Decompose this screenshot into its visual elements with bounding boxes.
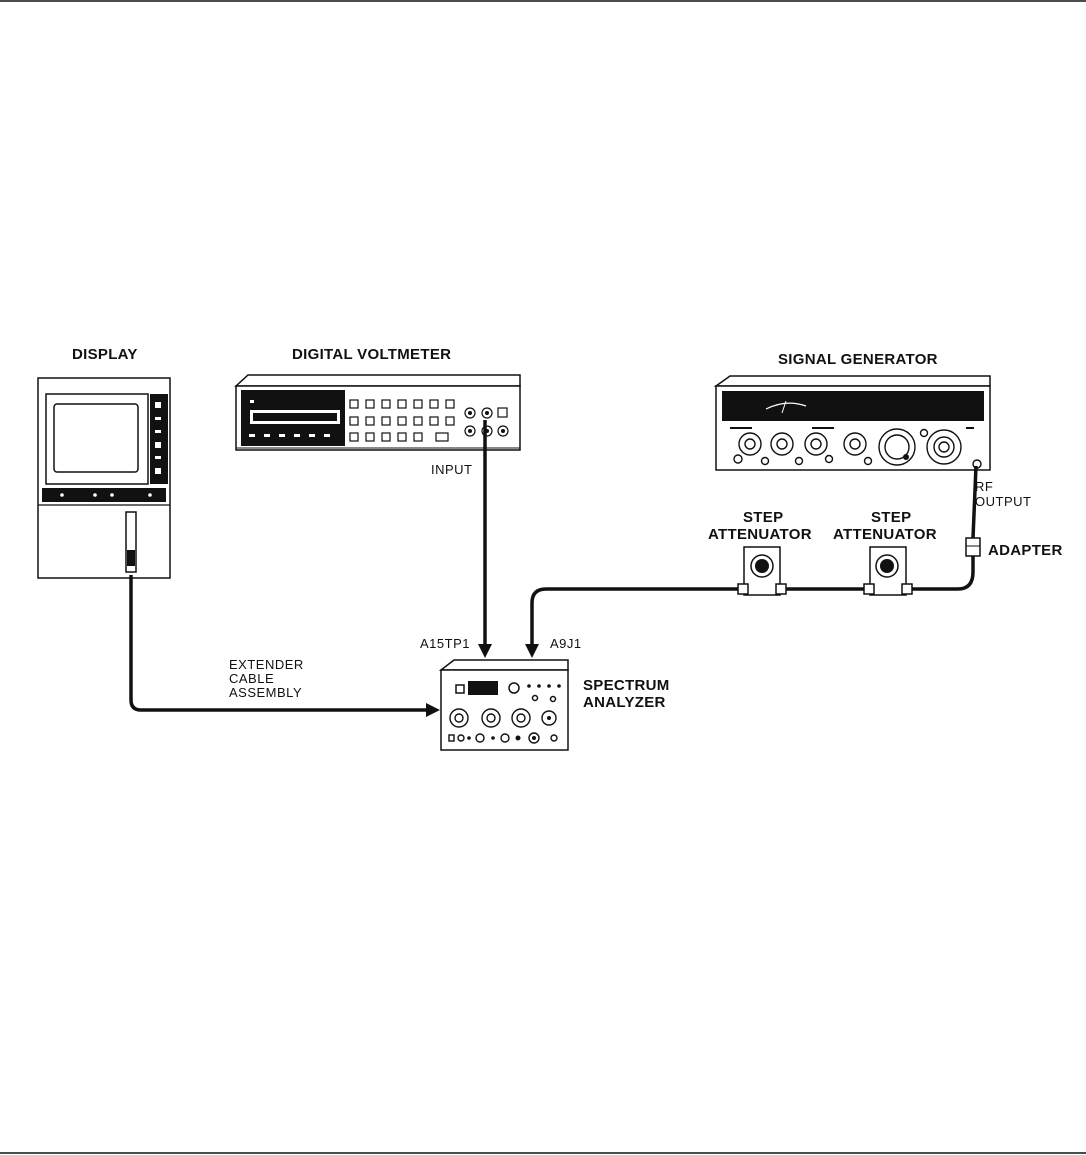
extender-label-line2: CABLE (229, 671, 274, 686)
digital-voltmeter-unit (234, 374, 521, 451)
adapter-connector (965, 537, 981, 557)
extender-label-line1: EXTENDER (229, 657, 304, 672)
a15tp1-label: A15TP1 (420, 636, 470, 651)
rf-output-cable (971, 465, 978, 539)
step-attenuator-right (863, 546, 913, 596)
spectrum-analyzer-label-line1: SPECTRUM (583, 677, 670, 694)
signal-generator-unit (713, 375, 991, 471)
a9j1-arrowhead (525, 644, 539, 658)
display-label: DISPLAY (72, 346, 138, 363)
spectrum-analyzer-label-line2: ANALYZER (583, 694, 666, 711)
step-attenuator-left-label-line1: STEP (743, 509, 783, 526)
digital-voltmeter-label: DIGITAL VOLTMETER (292, 346, 451, 363)
voltmeter-cable-arrowhead (478, 644, 492, 658)
display-unit (37, 377, 171, 579)
input-label: INPUT (431, 462, 473, 477)
step-attenuator-left-label-line2: ATTENUATOR (708, 526, 812, 543)
cable-attenuator-to-adapter (912, 556, 975, 591)
rf-output-label-line2: OUTPUT (975, 494, 1031, 509)
extender-label-line3: ASSEMBLY (229, 685, 302, 700)
signal-generator-label: SIGNAL GENERATOR (778, 351, 938, 368)
step-attenuator-left (737, 546, 787, 596)
a9j1-label: A9J1 (550, 636, 582, 651)
rf-output-label-line1: RF (975, 479, 993, 494)
spectrum-analyzer-unit (438, 659, 569, 751)
adapter-label: ADAPTER (988, 542, 1063, 559)
step-attenuator-right-label-line1: STEP (871, 509, 911, 526)
rf-cable-to-a9j1 (530, 587, 738, 646)
extender-cable-arrowhead (426, 703, 440, 717)
extender-cable (129, 575, 428, 712)
step-attenuator-right-label-line2: ATTENUATOR (833, 526, 937, 543)
